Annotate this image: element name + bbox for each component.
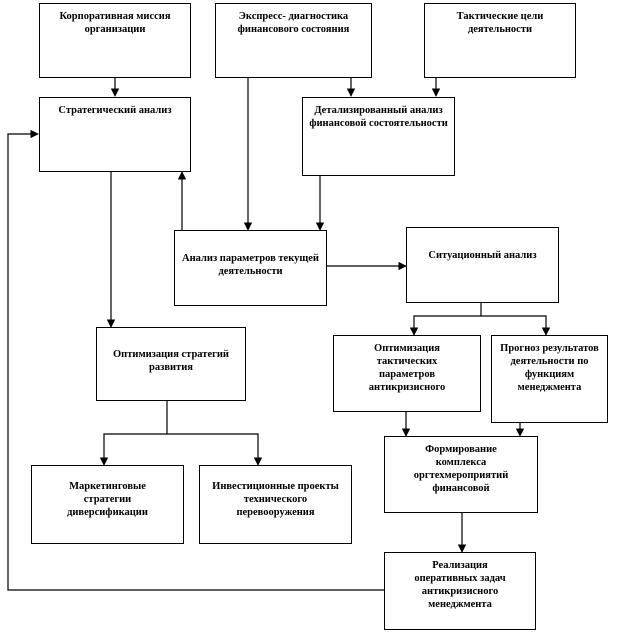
- node-label: Прогноз результатов деятельности по функ…: [500, 343, 599, 393]
- node-detailed-analysis: Детализированный анализ финансовой состо…: [302, 97, 455, 176]
- node-label: Анализ параметров текущей деятельности: [182, 253, 319, 277]
- connector-optstrategy-split: [99, 401, 168, 466]
- node-label: Корпоративная миссия организации: [59, 11, 171, 35]
- node-results-forecast: Прогноз результатов деятельности по функ…: [491, 335, 608, 423]
- node-express-diagnostics: Экспресс- диагностика финансового состоя…: [215, 3, 372, 78]
- node-label: Инвестиционные проекты технического пере…: [212, 481, 339, 518]
- node-label: Оптимизация тактических параметров антик…: [368, 343, 446, 393]
- node-current-params-analysis: Анализ параметров текущей деятельности: [174, 230, 327, 306]
- node-realization-tasks: Реализация оперативных задач антикризисн…: [384, 552, 536, 630]
- node-label: Формирование комплекса оргтехмероприятий…: [413, 444, 509, 494]
- connector-situational-split: [409, 303, 482, 336]
- node-label: Экспресс- диагностика финансового состоя…: [237, 11, 350, 35]
- node-tactical-goals: Тактические цели деятельности: [424, 3, 576, 78]
- connector-optstrategy-split-right: [167, 433, 263, 466]
- node-label: Реализация оперативных задач антикризисн…: [414, 560, 506, 610]
- node-strategy-optimization: Оптимизация стратегий развития: [96, 327, 246, 401]
- connector-feedback-loop: [7, 129, 384, 591]
- node-investment-projects: Инвестиционные проекты технического пере…: [199, 465, 352, 544]
- connector-situational-split-right: [481, 315, 551, 336]
- node-label: Ситуационный анализ: [428, 250, 537, 261]
- node-measures-formation: Формирование комплекса оргтехмероприятий…: [384, 436, 538, 513]
- node-tactical-optimization: Оптимизация тактических параметров антик…: [333, 335, 481, 412]
- node-label: Стратегический анализ: [58, 105, 172, 116]
- node-corporate-mission: Корпоративная миссия организации: [39, 3, 191, 78]
- node-situational-analysis: Ситуационный анализ: [406, 227, 559, 303]
- node-strategic-analysis: Стратегический анализ: [39, 97, 191, 172]
- node-label: Тактические цели деятельности: [456, 11, 544, 35]
- node-label: Оптимизация стратегий развития: [113, 349, 229, 373]
- node-marketing-strategies: Маркетинговые стратегии диверсификации: [31, 465, 184, 544]
- node-label: Маркетинговые стратегии диверсификации: [67, 481, 148, 518]
- node-label: Детализированный анализ финансовой состо…: [309, 105, 448, 129]
